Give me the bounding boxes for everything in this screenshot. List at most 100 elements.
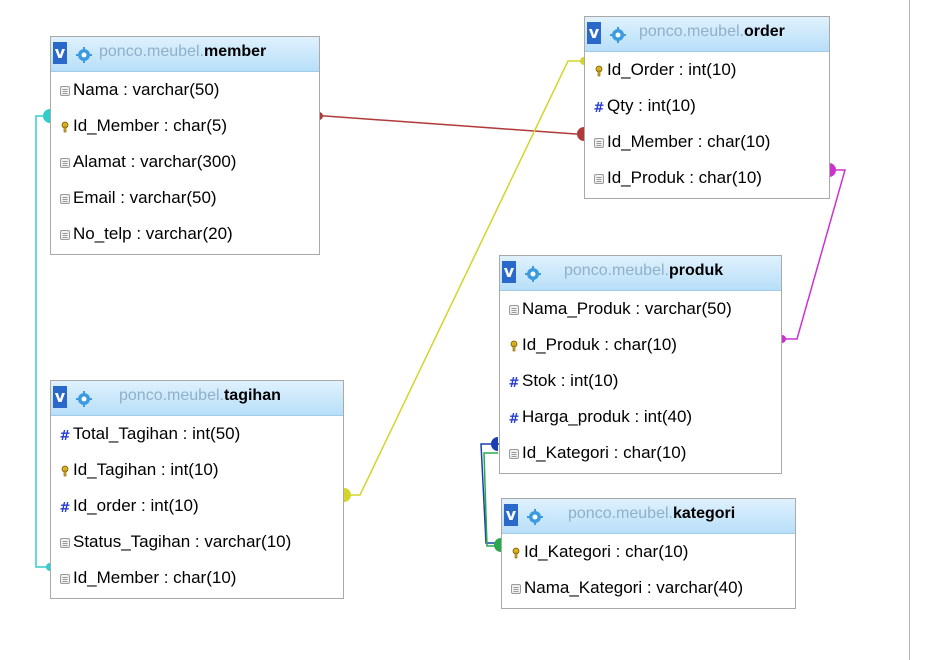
table-header[interactable]: v ponco.meubel.kategori: [502, 499, 795, 534]
column-row[interactable]: Id_Kategori : char(10): [500, 435, 781, 471]
column-row[interactable]: Status_Tagihan : varchar(10): [51, 524, 343, 560]
column-row[interactable]: Id_Tagihan : int(10): [51, 452, 343, 488]
column-row[interactable]: No_telp : varchar(20): [51, 216, 319, 252]
table-produk[interactable]: v ponco.meubel.produk Nama_Produk : varc…: [499, 255, 782, 474]
relation-kategori-produk-blue-end: [491, 437, 498, 451]
table-header[interactable]: v ponco.meubel.produk: [500, 256, 781, 291]
field-icon: [59, 229, 71, 241]
table-title: ponco.meubel.kategori: [568, 505, 736, 522]
column-label: Harga_produk : int(40): [522, 407, 693, 426]
column-row[interactable]: #Qty : int(10): [585, 88, 829, 124]
column-label: Id_Tagihan : int(10): [73, 460, 219, 479]
field-icon: [508, 448, 520, 460]
toggle-columns-button[interactable]: v: [587, 22, 601, 44]
column-row[interactable]: Alamat : varchar(300): [51, 144, 319, 180]
relation-order-tagihan[interactable]: [344, 60, 584, 496]
column-row[interactable]: #Total_Tagihan : int(50): [51, 416, 343, 452]
column-row[interactable]: Nama : varchar(50): [51, 72, 319, 108]
column-label: Email : varchar(50): [73, 188, 217, 207]
field-icon: [593, 173, 605, 185]
column-row[interactable]: Id_Member : char(5): [51, 108, 319, 144]
table-member[interactable]: v ponco.meubel.member Nama : varchar(50)…: [50, 36, 320, 255]
column-row[interactable]: #Harga_produk : int(40): [500, 399, 781, 435]
toggle-columns-button[interactable]: v: [53, 386, 67, 408]
column-row[interactable]: Id_Member : char(10): [585, 124, 829, 160]
relation-member-tagihan-start: [46, 563, 50, 571]
key-icon: [59, 121, 71, 133]
column-row[interactable]: #Id_order : int(10): [51, 488, 343, 524]
relation-member-order[interactable]: [319, 115, 584, 135]
field-icon: [59, 157, 71, 169]
key-icon: [510, 547, 522, 559]
table-order[interactable]: v ponco.meubel.order Id_Order : int(10) #…: [584, 16, 830, 199]
column-label: Nama_Kategori : varchar(40): [524, 578, 744, 597]
table-header[interactable]: v ponco.meubel.order: [585, 17, 829, 52]
column-label: Id_Order : int(10): [607, 60, 737, 79]
key-icon: [508, 340, 520, 352]
column-row[interactable]: Nama_Produk : varchar(50): [500, 291, 781, 327]
column-row[interactable]: Id_Member : char(10): [51, 560, 343, 596]
column-label: Stok : int(10): [522, 371, 619, 390]
relation-kategori-produk-green-end: [494, 538, 501, 552]
field-icon: [59, 193, 71, 205]
table-title: ponco.meubel.tagihan: [119, 387, 281, 404]
column-label: Id_Kategori : char(10): [524, 542, 689, 561]
field-icon: [510, 583, 522, 595]
column-label: Nama_Produk : varchar(50): [522, 299, 732, 318]
column-label: Id_order : int(10): [73, 496, 199, 515]
table-title: ponco.meubel.order: [639, 23, 785, 40]
column-label: Id_Member : char(10): [73, 568, 237, 587]
relation-order-produk[interactable]: [782, 169, 846, 340]
gear-icon[interactable]: [76, 47, 92, 63]
gear-icon[interactable]: [76, 391, 92, 407]
column-label: Id_Member : char(5): [73, 116, 227, 135]
table-header[interactable]: v ponco.meubel.tagihan: [51, 381, 343, 416]
column-row[interactable]: Id_Produk : char(10): [585, 160, 829, 196]
table-tagihan[interactable]: v ponco.meubel.tagihan #Total_Tagihan : …: [50, 380, 344, 599]
gear-icon[interactable]: [525, 266, 541, 282]
table-title: ponco.meubel.produk: [564, 262, 724, 279]
canvas-border: [909, 0, 910, 660]
relation-order-produk-end: [829, 163, 836, 177]
svg-text:#: #: [509, 412, 520, 424]
column-label: Alamat : varchar(300): [73, 152, 237, 171]
relation-order-produk-start: [782, 335, 786, 343]
column-label: Nama : varchar(50): [73, 80, 220, 99]
field-icon: [59, 537, 71, 549]
numeric-icon: #: [59, 429, 71, 441]
svg-text:#: #: [60, 501, 71, 513]
column-row[interactable]: Id_Produk : char(10): [500, 327, 781, 363]
key-icon: [593, 65, 605, 77]
svg-text:#: #: [594, 101, 605, 113]
column-label: Id_Produk : char(10): [607, 168, 762, 187]
toggle-columns-button[interactable]: v: [53, 42, 67, 64]
column-row[interactable]: #Stok : int(10): [500, 363, 781, 399]
column-label: Id_Produk : char(10): [522, 335, 677, 354]
column-label: Id_Member : char(10): [607, 132, 771, 151]
numeric-icon: #: [508, 412, 520, 424]
numeric-icon: #: [593, 101, 605, 113]
gear-icon[interactable]: [610, 27, 626, 43]
gear-icon[interactable]: [527, 509, 543, 525]
relation-kategori-produk-blue[interactable]: [480, 443, 501, 544]
relation-member-tagihan[interactable]: [35, 115, 50, 568]
column-row[interactable]: Email : varchar(50): [51, 180, 319, 216]
column-label: Total_Tagihan : int(50): [73, 424, 241, 443]
relation-member-tagihan-end: [43, 109, 50, 123]
toggle-columns-button[interactable]: v: [504, 504, 518, 526]
table-title: ponco.meubel.member: [99, 43, 267, 60]
toggle-columns-button[interactable]: v: [502, 261, 516, 283]
table-header[interactable]: v ponco.meubel.member: [51, 37, 319, 72]
column-label: Id_Kategori : char(10): [522, 443, 687, 462]
relation-order-tagihan-end: [344, 488, 351, 502]
column-row[interactable]: Id_Order : int(10): [585, 52, 829, 88]
svg-text:#: #: [509, 376, 520, 388]
column-row[interactable]: Nama_Kategori : varchar(40): [502, 570, 795, 606]
relation-kategori-produk-green[interactable]: [483, 452, 501, 547]
field-icon: [59, 573, 71, 585]
table-kategori[interactable]: v ponco.meubel.kategori Id_Kategori : ch…: [501, 498, 796, 609]
field-icon: [593, 137, 605, 149]
column-row[interactable]: Id_Kategori : char(10): [502, 534, 795, 570]
relation-order-tagihan-start: [580, 57, 584, 65]
